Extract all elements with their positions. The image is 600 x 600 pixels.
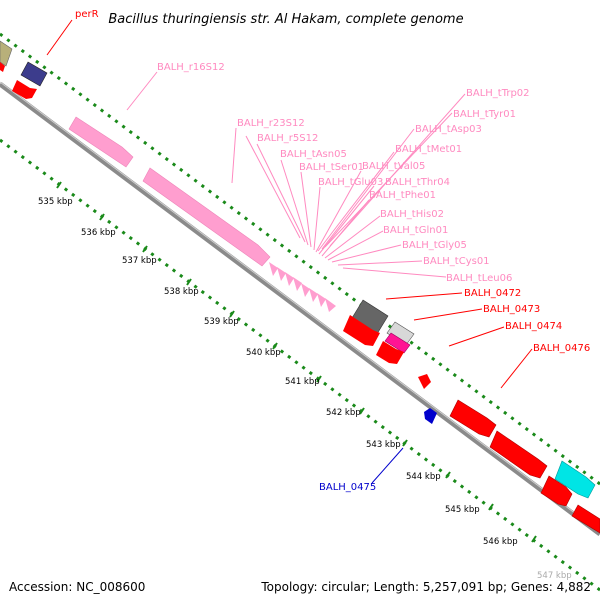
cds-forward[interactable]: [489, 430, 548, 479]
cds-forward[interactable]: [12, 80, 37, 99]
label-0475[interactable]: BALH_0475: [319, 482, 376, 493]
label-tPhe01[interactable]: BALH_tPhe01: [369, 190, 436, 201]
label-tMet01[interactable]: BALH_tMet01: [395, 144, 462, 155]
kbp-label: 545 kbp: [445, 505, 480, 515]
kbp-label: 547 kbp: [537, 571, 572, 581]
label-tAsn05[interactable]: BALH_tAsn05: [280, 149, 347, 160]
cds-leader-lines: [46, 19, 533, 389]
outer-tick-track: [0, 32, 600, 486]
label-tTrp02[interactable]: BALH_tTrp02: [466, 88, 530, 99]
feature-magenta[interactable]: [384, 332, 411, 354]
label-tCys01[interactable]: BALH_tCys01: [423, 256, 490, 267]
kbp-label: 543 kbp: [366, 440, 401, 450]
reverse-leader-line: [371, 447, 404, 484]
genome-summary-text: Topology: circular; Length: 5,257,091 bp…: [261, 580, 591, 594]
kbp-label: 546 kbp: [483, 537, 518, 547]
label-0472[interactable]: BALH_0472: [464, 288, 521, 299]
label-tGlu03[interactable]: BALH_tGlu03: [318, 177, 383, 188]
label-tTyr01[interactable]: BALH_tTyr01: [453, 109, 516, 120]
label-tVal05[interactable]: BALH_tVal05: [362, 161, 425, 172]
kbp-label: 541 kbp: [285, 377, 320, 387]
feature-olive[interactable]: [0, 40, 13, 67]
kbp-label: 536 kbp: [81, 228, 116, 238]
label-tLeu06[interactable]: BALH_tLeu06: [446, 273, 512, 284]
kbp-label: 542 kbp: [326, 408, 361, 418]
kbp-label: 544 kbp: [406, 472, 441, 482]
label-r5S12[interactable]: BALH_r5S12: [257, 133, 318, 144]
genome-title: Bacillus thuringiensis str. Al Hakam, co…: [108, 12, 463, 27]
kbp-label: 539 kbp: [204, 317, 239, 327]
genome-backbone: [0, 82, 600, 536]
label-tSer01[interactable]: BALH_tSer01: [299, 162, 364, 173]
kbp-label: 540 kbp: [246, 348, 281, 358]
label-perR[interactable]: perR: [75, 9, 99, 20]
cds-forward[interactable]: [418, 374, 431, 389]
rrna-23S[interactable]: [142, 167, 271, 267]
inner-tick-track: [0, 138, 600, 592]
label-tHis02[interactable]: BALH_tHis02: [380, 209, 444, 220]
label-0476[interactable]: BALH_0476: [533, 343, 590, 354]
accession-text: Accession: NC_008600: [9, 580, 146, 594]
cds-forward[interactable]: [376, 341, 404, 364]
kbp-labels: 535 kbp 536 kbp 537 kbp 538 kbp 539 kbp …: [38, 197, 572, 581]
cds-forward[interactable]: [449, 399, 497, 438]
rrna-16S[interactable]: [68, 116, 134, 168]
trna-cluster[interactable]: [269, 262, 336, 312]
label-0473[interactable]: BALH_0473: [483, 304, 540, 315]
feature-perR[interactable]: [20, 61, 48, 87]
cds-reverse[interactable]: [424, 408, 437, 424]
label-tThr04[interactable]: BALH_tThr04: [385, 177, 450, 188]
cds-forward[interactable]: [540, 475, 573, 507]
label-0474[interactable]: BALH_0474: [505, 321, 562, 332]
kbp-label: 535 kbp: [38, 197, 73, 207]
kbp-label: 537 kbp: [122, 256, 157, 266]
cds-forward[interactable]: [571, 504, 600, 534]
label-r16S12[interactable]: BALH_r16S12: [157, 62, 225, 73]
label-tGly05[interactable]: BALH_tGly05: [402, 240, 467, 251]
label-tGln01[interactable]: BALH_tGln01: [383, 225, 448, 236]
kbp-tick-marks: [56, 181, 537, 543]
rna-leader-lines: [126, 71, 466, 278]
feature-cyan[interactable]: [554, 460, 596, 499]
label-r23S12[interactable]: BALH_r23S12: [237, 118, 305, 129]
cds-forward[interactable]: [0, 62, 5, 72]
label-tAsp03[interactable]: BALH_tAsp03: [415, 124, 482, 135]
cds-forward[interactable]: [343, 315, 380, 346]
genome-backbone-highlight: [0, 81, 600, 533]
kbp-label: 538 kbp: [164, 287, 199, 297]
feature-labels: perR BALH_r16S12 BALH_r23S12 BALH_r5S12 …: [75, 9, 590, 493]
